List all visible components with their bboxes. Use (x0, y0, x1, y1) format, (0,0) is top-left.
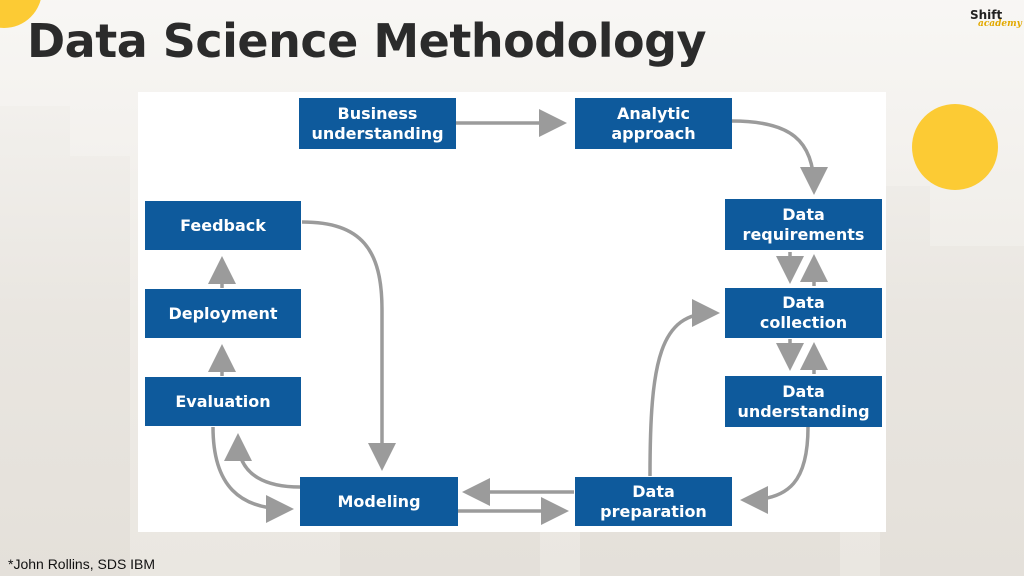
slide-title: Data Science Methodology (27, 14, 707, 68)
shift-academy-logo: Shift academy (968, 8, 1022, 34)
logo-line-1: Shift (970, 8, 1003, 22)
node-data-preparation: Data preparation (575, 477, 732, 526)
node-deployment: Deployment (145, 289, 301, 338)
node-modeling: Modeling (300, 477, 458, 526)
node-evaluation: Evaluation (145, 377, 301, 426)
node-data-collection: Data collection (725, 288, 882, 338)
node-business-understanding: Business understanding (299, 98, 456, 149)
node-analytic-approach: Analytic approach (575, 98, 732, 149)
arrow-evaluation-to-modeling (211, 426, 294, 523)
yellow-decorative-circle-right (912, 104, 998, 190)
node-data-understanding: Data understanding (725, 376, 882, 427)
arrow-analytic-to-requirements (731, 119, 828, 195)
arrow-understanding-to-preparation (740, 426, 810, 514)
logo-line-2: academy (978, 19, 1022, 29)
arrow-modeling-to-evaluation (224, 433, 301, 489)
source-footnote: *John Rollins, SDS IBM (8, 556, 156, 572)
node-feedback: Feedback (145, 201, 301, 250)
arrow-feedback-to-modeling (301, 220, 396, 471)
arrow-preparation-to-collection (648, 299, 720, 477)
node-data-requirements: Data requirements (725, 199, 882, 250)
